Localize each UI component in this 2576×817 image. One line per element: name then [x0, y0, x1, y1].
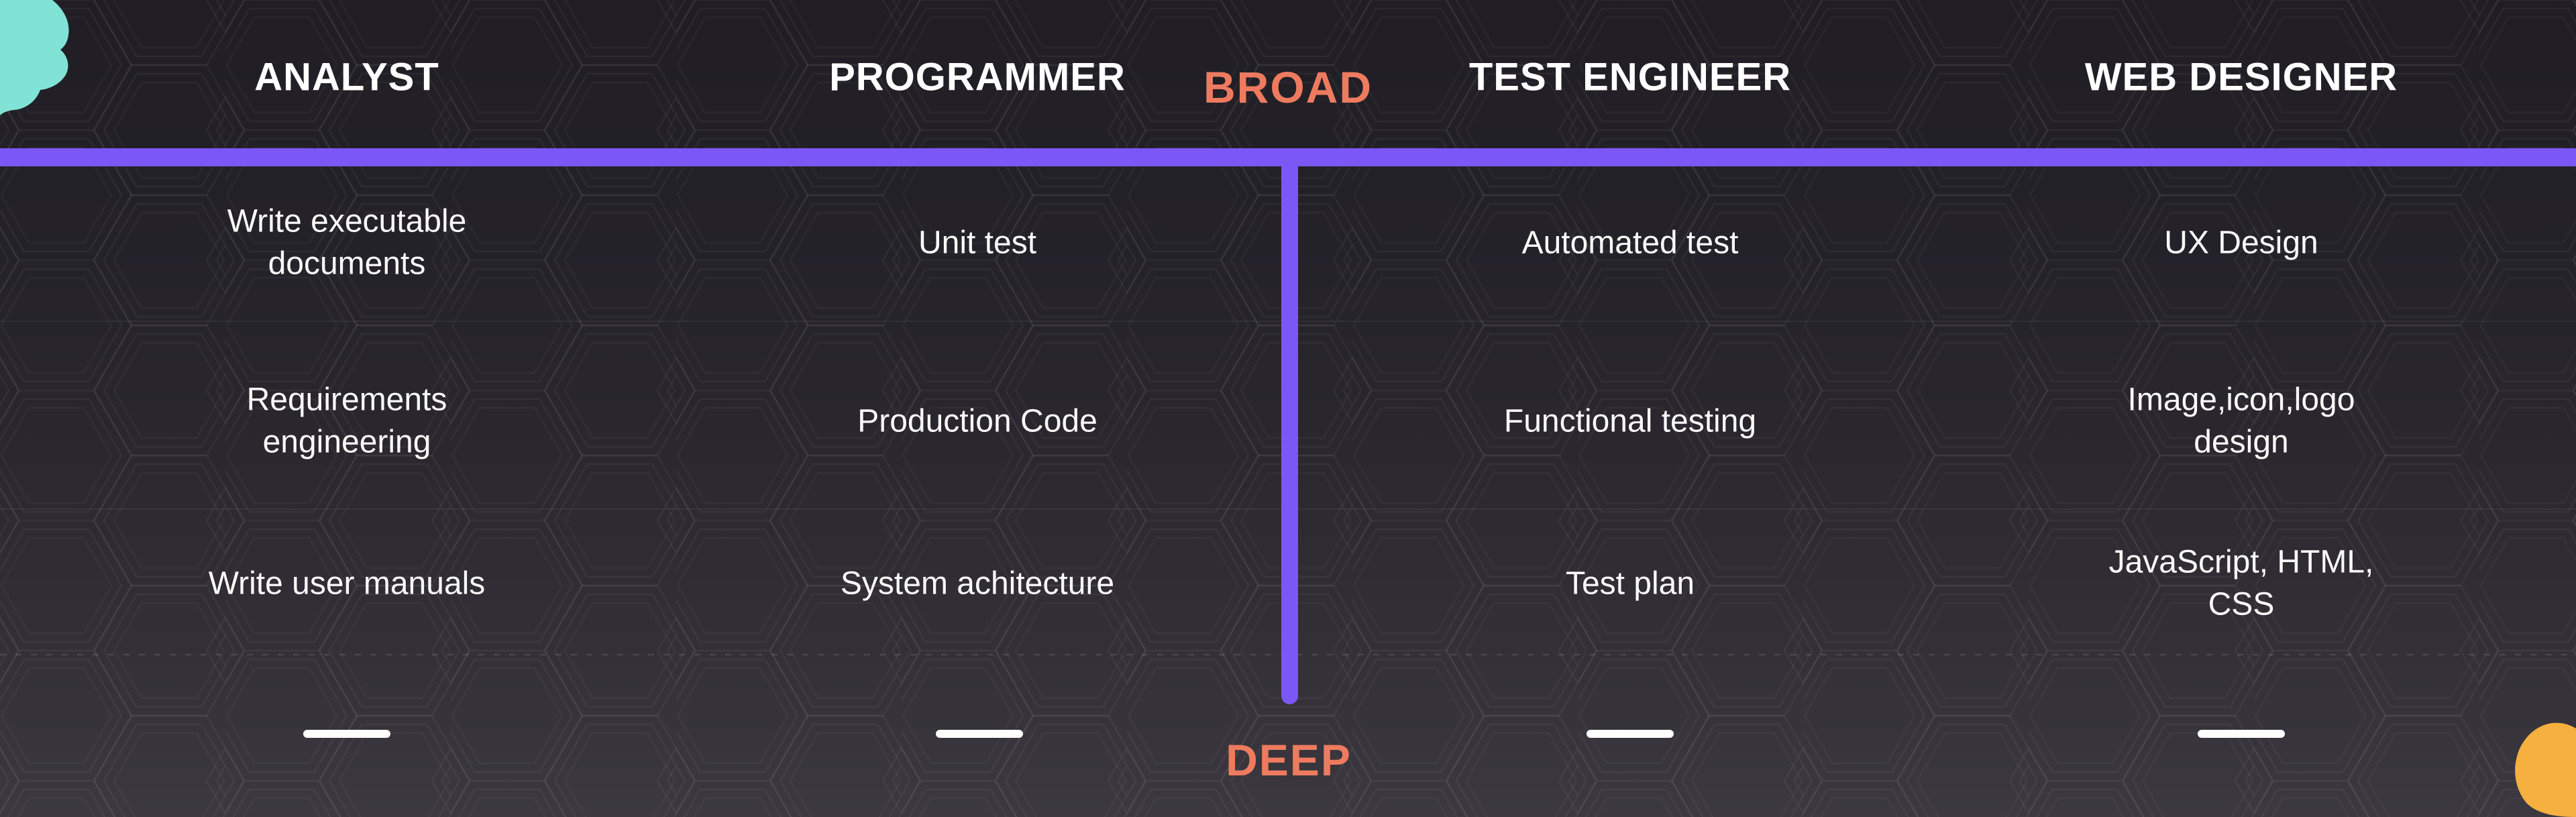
skill-cell: UX Design — [2164, 225, 2318, 261]
t-shape-vertical-bar — [1281, 148, 1298, 704]
broad-label: BROAD — [1203, 62, 1373, 112]
skill-cell: System achitecture — [840, 565, 1115, 602]
deep-label: DEEP — [1226, 735, 1352, 785]
skill-cell: Requirements engineering — [246, 382, 447, 460]
teal-blob-decoration — [0, 0, 69, 115]
column-underline-dash — [2198, 730, 2285, 738]
column-header-web-designer: WEB DESIGNER — [2084, 55, 2398, 99]
column-header-test-engineer: TEST ENGINEER — [1468, 55, 1792, 99]
skill-cell: Functional testing — [1503, 403, 1757, 439]
skill-cell: Write user manuals — [208, 565, 486, 602]
column-header-analyst: ANALYST — [254, 55, 439, 99]
column-underline-dash — [1587, 730, 1674, 738]
skill-cell: Image,icon,logo design — [2127, 382, 2355, 460]
yellow-blob-decoration — [2515, 722, 2576, 817]
skill-cell: Unit test — [918, 225, 1037, 261]
skill-cell: Write executable documents — [227, 203, 467, 282]
skill-cell: Test plan — [1565, 565, 1695, 602]
column-header-programmer: PROGRAMMER — [829, 55, 1126, 99]
skill-cell: JavaScript, HTML, CSS — [2108, 544, 2374, 622]
skill-cell: Production Code — [857, 403, 1097, 439]
column-underline-dash — [303, 730, 390, 738]
skill-cell: Automated test — [1521, 225, 1739, 261]
column-underline-dash — [936, 730, 1023, 738]
